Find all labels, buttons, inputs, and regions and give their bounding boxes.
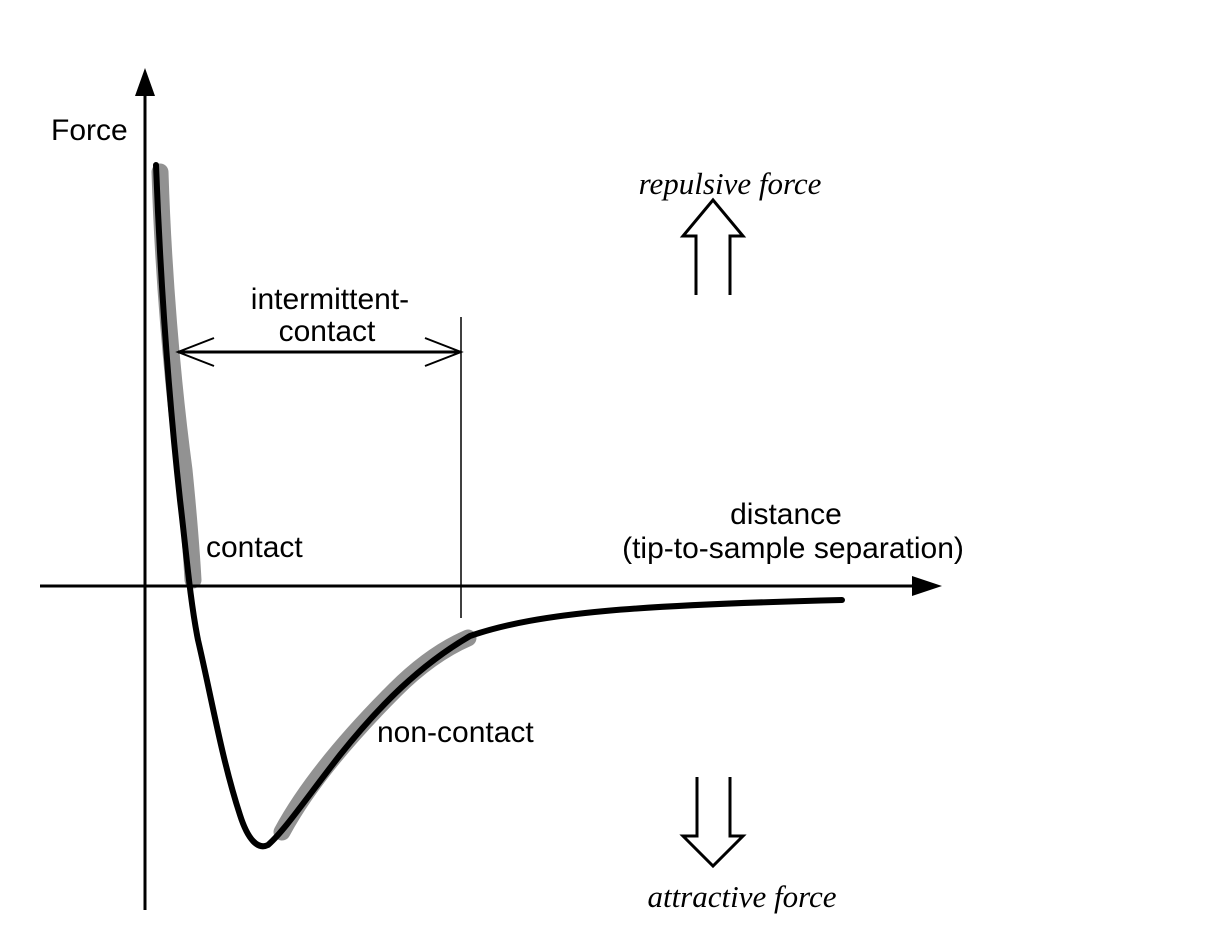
contact-label: contact bbox=[206, 531, 303, 564]
repulsive-direction-arrow bbox=[679, 197, 747, 295]
intermittent-label-line2: contact bbox=[279, 315, 376, 348]
intermittent-arrow-right-head bbox=[424, 337, 464, 367]
y-axis-label: Force bbox=[51, 114, 128, 147]
attractive-direction-arrow bbox=[679, 777, 747, 869]
intermittent-arrow-left-head bbox=[175, 337, 215, 367]
contact-region-highlight bbox=[151, 163, 202, 589]
non-contact-label: non-contact bbox=[377, 716, 534, 749]
x-axis-label-line2: (tip-to-sample separation) bbox=[622, 532, 964, 565]
attractive-force-label: attractive force bbox=[647, 879, 836, 914]
x-axis-label-line1: distance bbox=[730, 498, 842, 531]
y-axis-arrowhead bbox=[135, 68, 155, 96]
force-curve bbox=[153, 162, 845, 850]
repulsive-force-label: repulsive force bbox=[639, 166, 822, 201]
x-axis-arrowhead bbox=[912, 576, 942, 596]
intermittent-label-line1: intermittent- bbox=[251, 283, 409, 316]
